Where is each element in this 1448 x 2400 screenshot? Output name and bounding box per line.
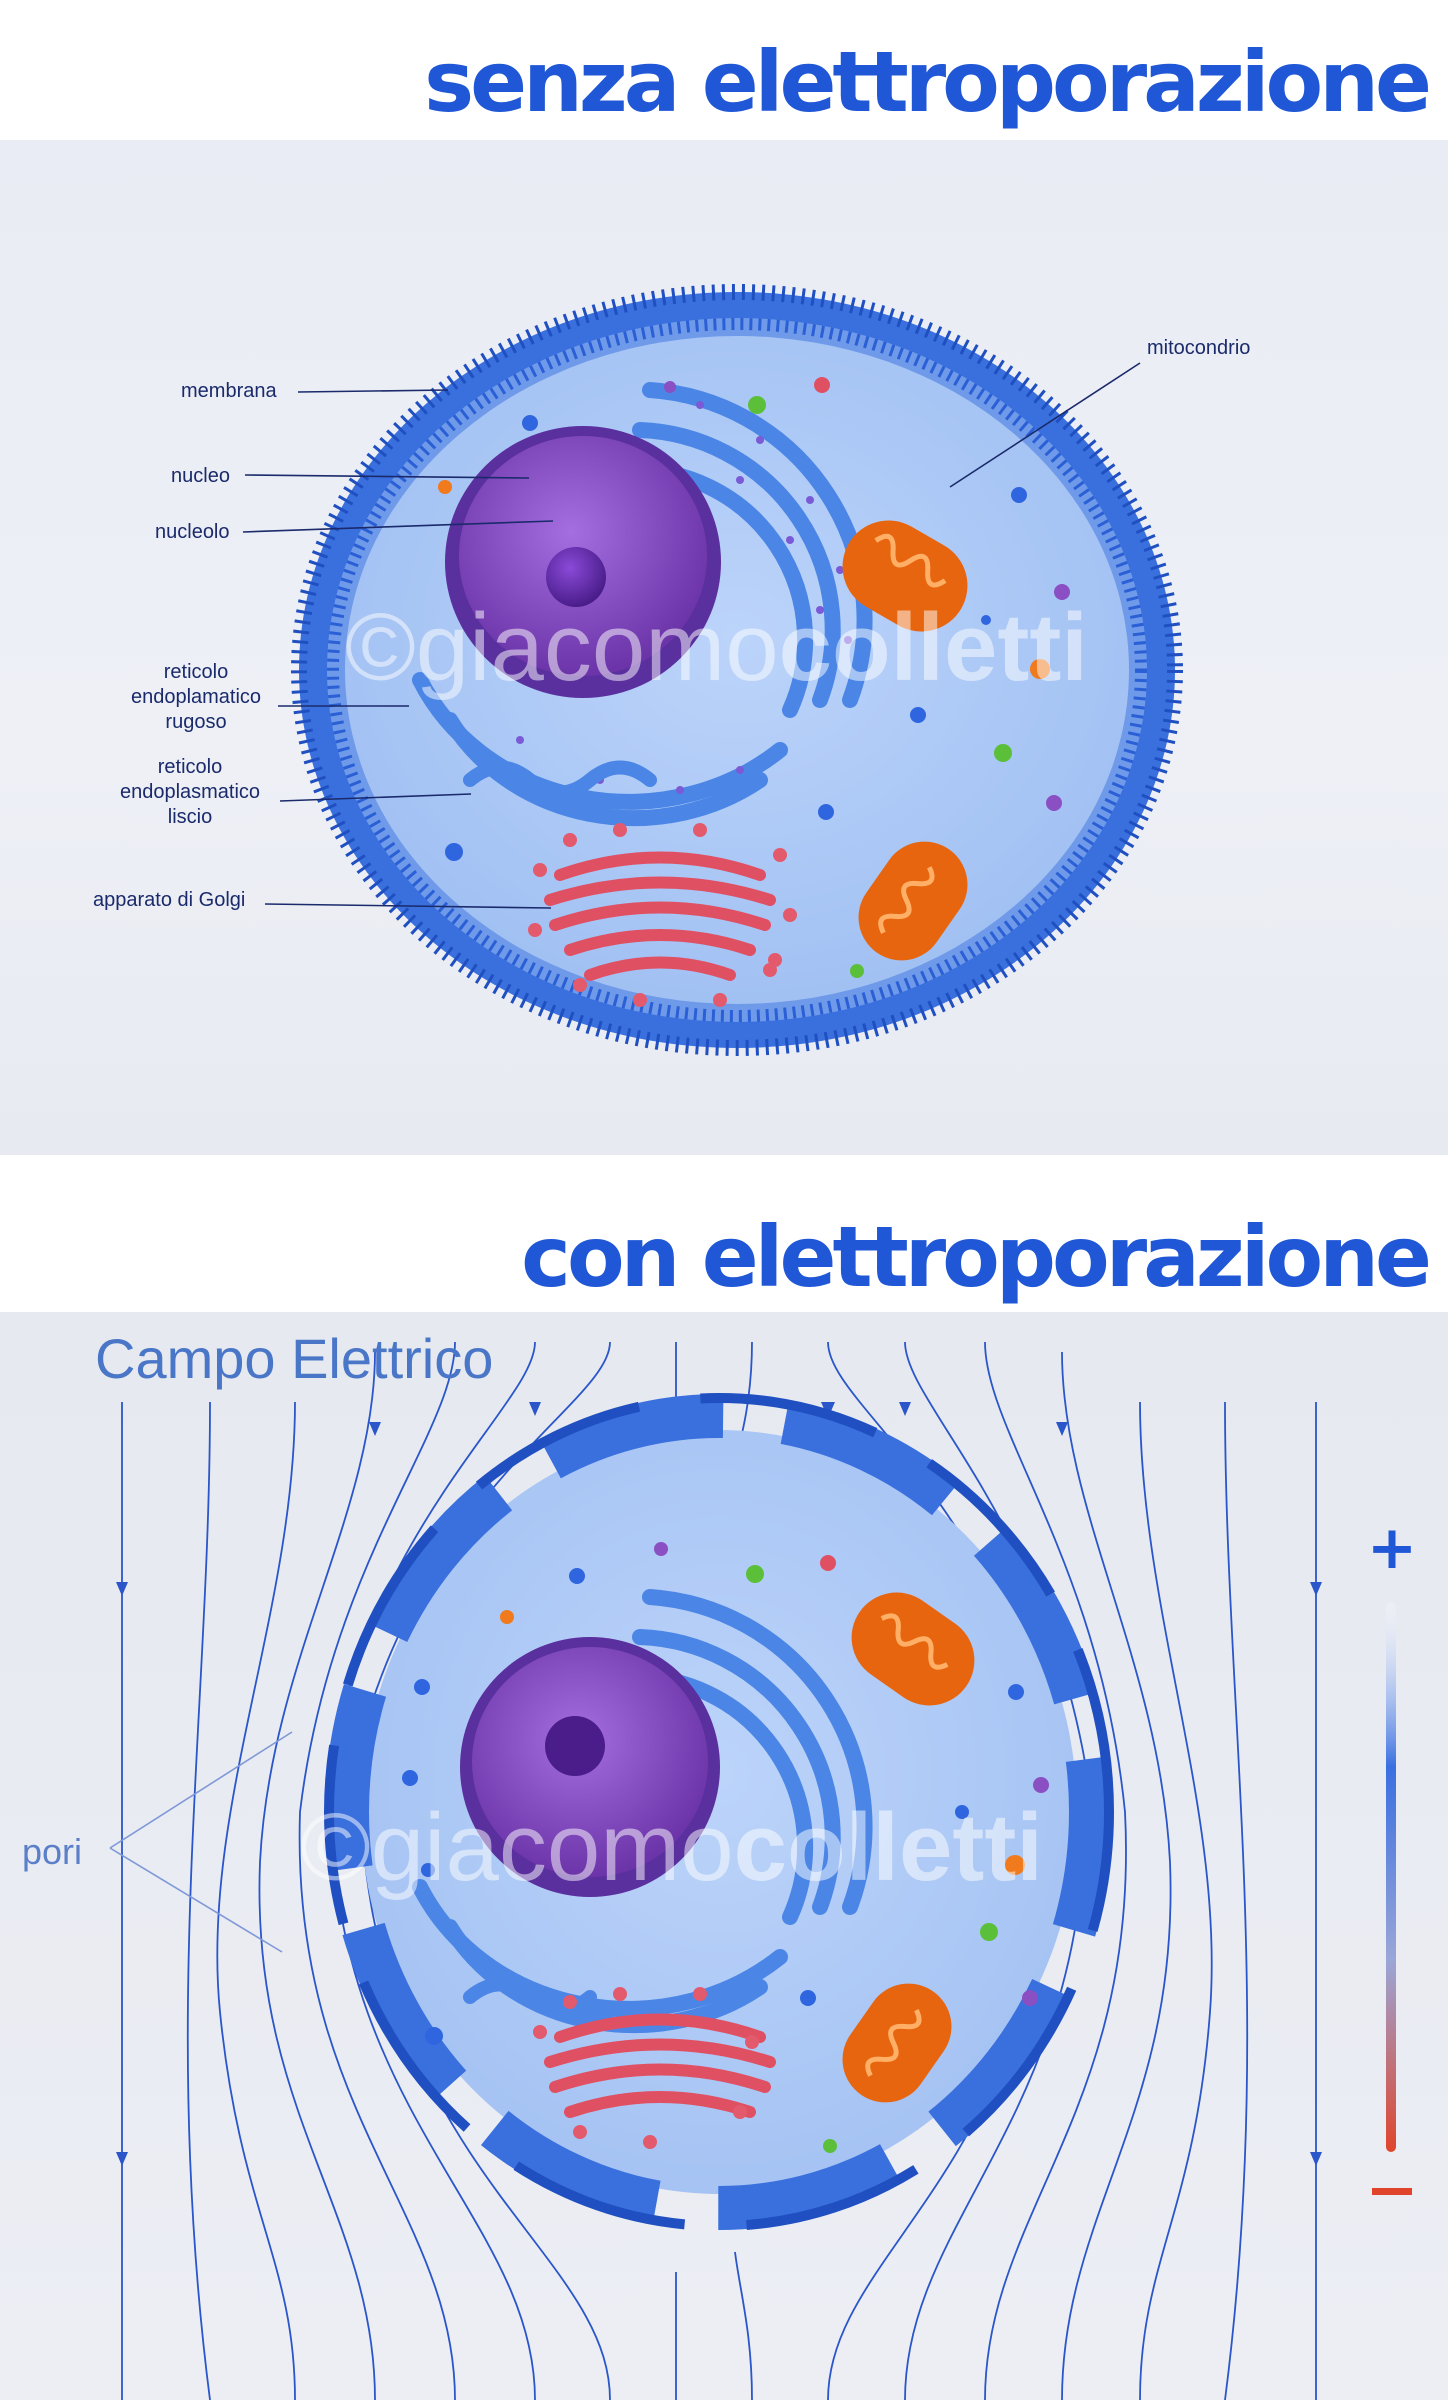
arrowhead [529,1402,541,1416]
golgi-vesicles [533,1987,759,2149]
polarity-minus-mark [1372,2188,1412,2195]
label-ser-line1: reticolo [158,756,222,778]
polarity-minus: − [1392,2195,1393,2197]
membrane-outer-beads [291,284,1183,1056]
field-line [258,1351,376,2400]
vesicles [402,1542,1049,2153]
arrowhead [1310,2152,1322,2166]
ribosomes [516,401,852,794]
heading-con-elettroporazione: con elettroporazione [521,1208,1432,1306]
cell-diagram-porated: ©giacomocolletti Campo Elettrico pori + … [22,1327,1417,2400]
polarity-plus: + [1367,1513,1417,1583]
field-line [1224,1401,1249,2400]
label-ser-line2: endoplasmatico [120,781,260,803]
pori-pointer-lines [109,1731,293,1953]
porated-membrane [325,1394,1113,2230]
label-mitocondrio: mitocondrio [1147,337,1250,359]
watermark-suffix: colletti [779,594,1088,701]
vesicles [438,377,1070,978]
arrowhead [1310,1582,1322,1596]
field-line [186,1401,211,2400]
panel-with-electroporation: ©giacomocolletti Campo Elettrico pori + … [0,1312,1448,2400]
label-nucleo: nucleo [171,465,230,487]
label-rer-line1: reticolo [164,661,228,683]
watermark-suffix: colletti [734,1794,1043,1901]
porated-membrane-outer-beads [324,1393,1114,2231]
cell-diagram-intact: membrana nucleo nucleolo reticolo endopl… [93,284,1250,1056]
arrowhead [1056,1422,1068,1436]
arrowhead [899,1402,911,1416]
arrowhead [116,1582,128,1596]
mitochondrion-1 [851,1592,975,1706]
label-nucleolo: nucleolo [155,521,230,543]
watermark: ©giacomocolletti [345,594,1088,701]
watermark-prefix: ©giacomo [300,1794,734,1901]
watermark-prefix: ©giacomo [345,594,779,701]
nucleolus [546,547,606,607]
smooth-er [463,760,657,800]
label-rer-line2: endoplamatico [131,686,261,708]
label-rer-line3: rugoso [165,711,226,733]
membrane-inner-beads [327,318,1147,1022]
label-membrana: membrana [181,380,277,402]
mitochondrion-2 [858,841,968,961]
label-ser-line3: liscio [168,806,212,828]
field-line [1061,1351,1172,2400]
heading-senza-elettroporazione: senza elettroporazione [424,33,1432,131]
arrowhead [369,1422,381,1436]
golgi-vesicles [528,823,797,1007]
label-pori: pori [22,1831,82,1872]
mitochondrion-2 [842,1983,952,2103]
nucleolus [545,1716,605,1776]
field-line [216,1401,296,2400]
field-line [298,1341,456,2400]
label-golgi: apparato di Golgi [93,889,245,911]
panel-without-electroporation: membrana nucleo nucleolo reticolo endopl… [0,140,1448,1155]
arrowhead [116,2152,128,2166]
polarity-gradient-bar [1386,1602,1396,2152]
mitochondrion-1 [842,520,968,632]
field-line [734,2251,753,2400]
field-line [1139,1401,1213,2400]
field-title: Campo Elettrico [95,1327,493,1390]
field-line [984,1341,1127,2400]
watermark: ©giacomocolletti [300,1794,1043,1901]
golgi-apparatus [544,2013,776,2118]
leader-lines [242,362,1141,909]
golgi-apparatus [544,851,776,981]
